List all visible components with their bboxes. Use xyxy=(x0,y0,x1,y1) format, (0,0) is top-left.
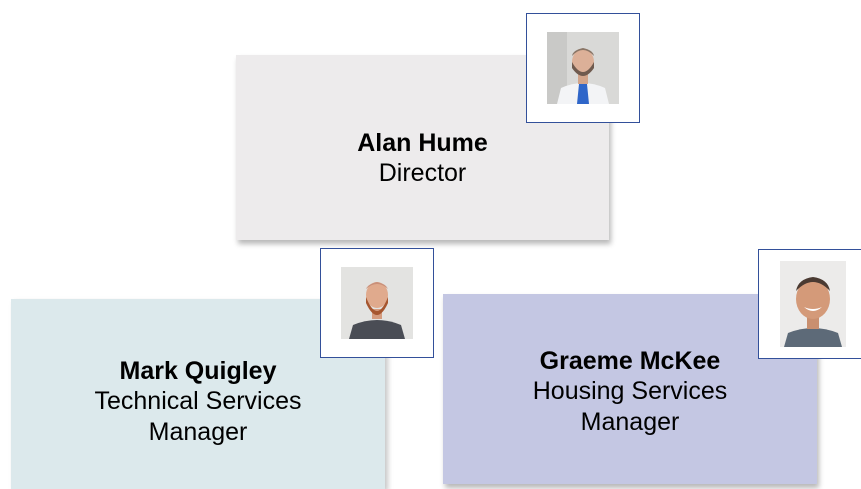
housing-manager-photo xyxy=(779,261,846,347)
housing-manager-role-line1: Housing Services xyxy=(532,377,728,405)
technical-manager-photo-frame xyxy=(320,248,434,358)
director-role: Director xyxy=(378,159,467,187)
housing-services-card: Graeme McKee Housing Services Manager xyxy=(443,294,817,484)
director-photo-frame xyxy=(526,13,640,123)
technical-manager-role-line2: Manager xyxy=(148,418,248,446)
director-photo xyxy=(547,32,619,104)
housing-manager-name: Graeme McKee xyxy=(539,347,721,375)
technical-manager-name: Mark Quigley xyxy=(119,357,277,385)
technical-manager-photo xyxy=(341,267,413,339)
director-name: Alan Hume xyxy=(357,129,488,157)
housing-manager-role-line2: Manager xyxy=(580,408,680,436)
technical-manager-role-line1: Technical Services xyxy=(94,387,302,415)
housing-manager-photo-frame xyxy=(758,249,861,359)
